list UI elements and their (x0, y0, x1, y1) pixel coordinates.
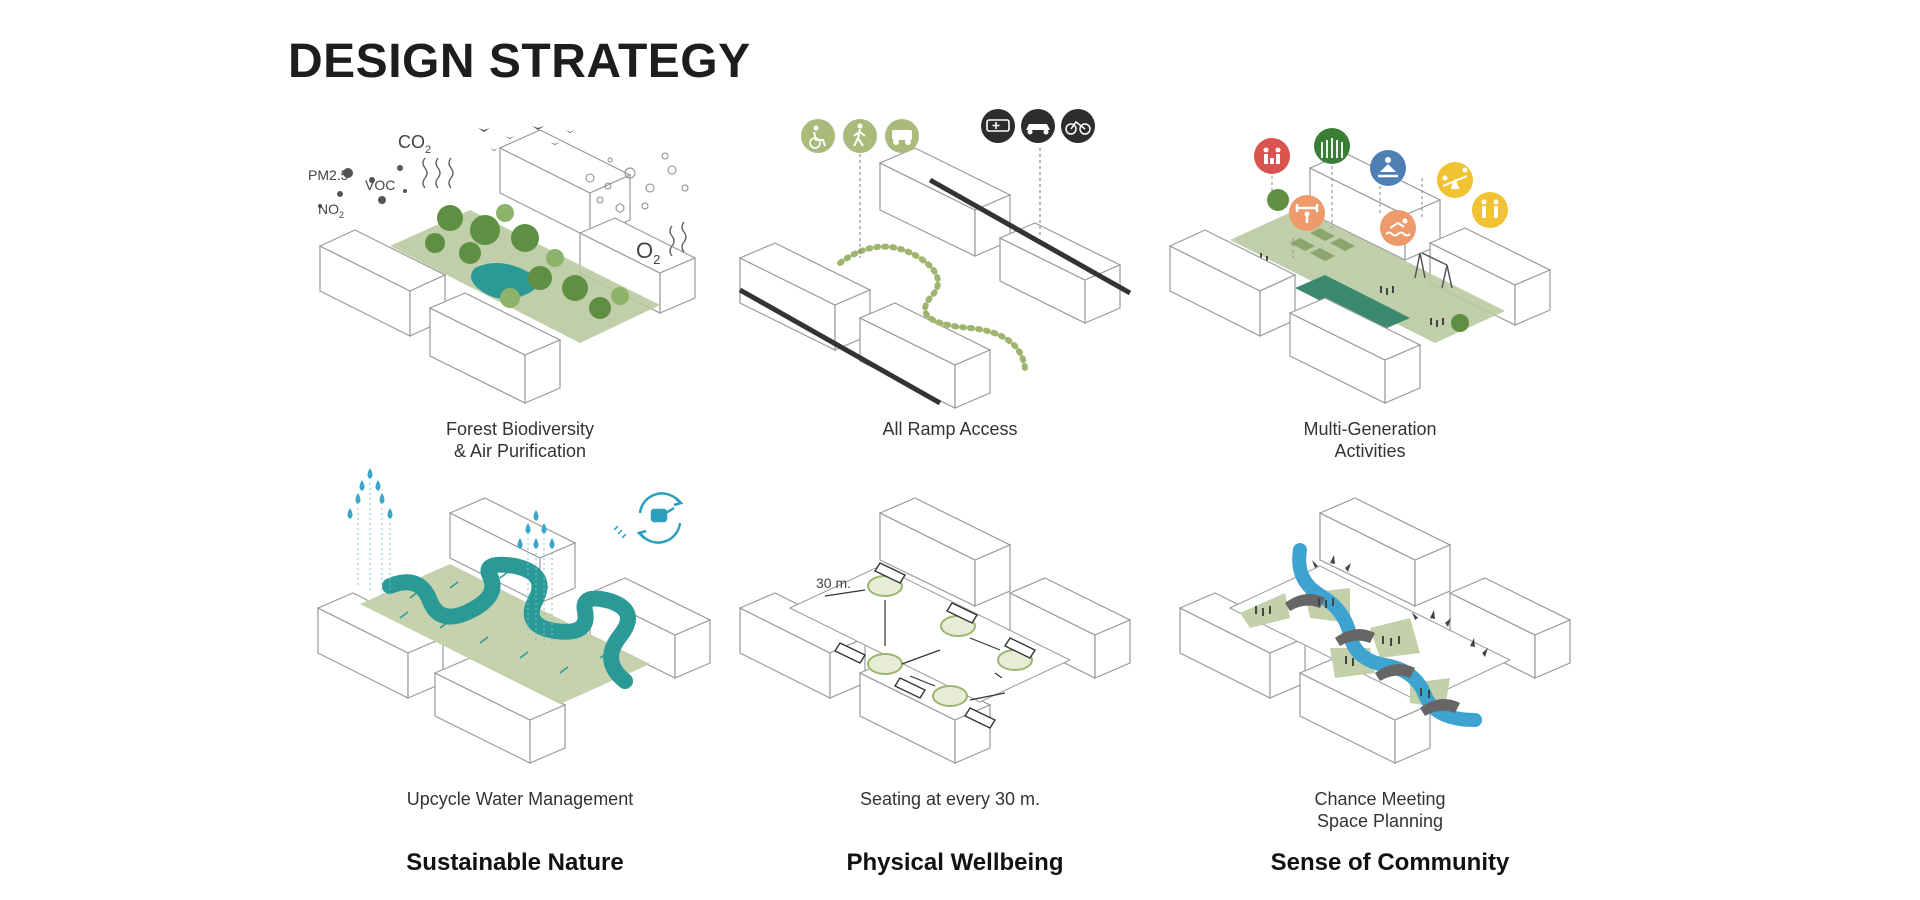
activities-diagram (1168, 128, 1552, 404)
seesaw-icon (1437, 162, 1473, 198)
birds (478, 126, 575, 151)
road-line (738, 287, 942, 406)
building-block (1288, 297, 1422, 404)
canal-bridges (1285, 594, 1460, 716)
trees (425, 204, 629, 319)
oxygen-bubbles (585, 152, 689, 213)
co2-label: CO2 (398, 132, 431, 156)
panel-water-management (300, 468, 720, 768)
building-block (1168, 229, 1297, 337)
swimming-icon (1380, 210, 1416, 246)
pedestrian-icon (843, 119, 877, 153)
panel-multi-generation (1160, 118, 1580, 418)
water-pond (471, 263, 538, 299)
meandering-stream (382, 556, 636, 689)
building-block (878, 147, 1012, 257)
distance-label: 30 m. (816, 575, 851, 591)
golf-cart-icon (885, 119, 919, 153)
walkway-area (788, 565, 1072, 703)
no2-label: NO2 (318, 201, 344, 220)
bicycle-icon (1061, 109, 1095, 143)
panel-seating: 30 m. (730, 468, 1150, 768)
caption-water-management: Upcycle Water Management (406, 789, 634, 809)
rain-lines (357, 483, 553, 653)
building-block (1008, 577, 1132, 679)
building-block (738, 242, 872, 351)
building-block (318, 229, 447, 337)
ramp-diagram (738, 109, 1132, 409)
rain-drops (347, 468, 555, 549)
farming-icon (1314, 128, 1350, 164)
blue-canal (1292, 543, 1482, 727)
water-diagram (316, 468, 712, 764)
pollutant-particles (318, 165, 407, 208)
building-block (1318, 497, 1452, 607)
distance-markers (824, 589, 1006, 701)
panel-forest-biodiversity: PM2.5 VOC NO2 CO2 (300, 118, 720, 418)
trees (1267, 189, 1469, 332)
column-title-physical-wellbeing: Physical Wellbeing (846, 849, 1064, 876)
forest-diagram: PM2.5 VOC NO2 CO2 (308, 126, 697, 404)
swing-set (1414, 252, 1453, 289)
building-block (878, 497, 1012, 607)
fitness-icon (1289, 195, 1325, 231)
seating-diagram: 30 m. (738, 497, 1132, 764)
caption-chance-meeting: Chance Meeting Space Planning (1314, 789, 1446, 831)
car-icon (1021, 109, 1055, 143)
recycle-watering-can-icon (613, 492, 684, 544)
ambulance-icon (981, 109, 1015, 143)
ramp-path (837, 243, 1028, 371)
building-block (1428, 227, 1552, 326)
building-block (998, 222, 1122, 324)
swimming-pool (1295, 275, 1410, 331)
column-title-sense-of-community: Sense of Community (1270, 849, 1510, 876)
building-block (1178, 592, 1307, 699)
building-block (428, 292, 562, 404)
building-block (1448, 577, 1572, 679)
o2-label: O2 (636, 238, 660, 267)
building-block (1308, 152, 1442, 261)
building-block (1298, 657, 1432, 764)
family-icon (1254, 138, 1290, 174)
parents-icon (1472, 192, 1508, 228)
building-block (578, 217, 697, 314)
road-line (928, 177, 1132, 296)
co2-absorption-waves (422, 157, 454, 189)
benches (833, 562, 1037, 729)
oxygen-release-waves (669, 221, 687, 257)
caption-seating: Seating at every 30 m. (859, 789, 1041, 809)
panel-ramp-access (730, 109, 1150, 418)
caption-ramp-access: All Ramp Access (882, 419, 1018, 439)
panel-chance-meeting (1170, 468, 1590, 768)
caption-forest-biodiversity: Forest Biodiversity & Air Purification (445, 419, 595, 461)
wheelchair-icon (801, 119, 835, 153)
pm25-label: PM2.5 (308, 167, 349, 183)
people-groups (1255, 598, 1430, 698)
voc-label: VOC (365, 177, 395, 193)
column-title-sustainable-nature: Sustainable Nature (406, 849, 624, 876)
caption-multi-generation: Multi-Generation Activities (1303, 419, 1437, 461)
building-block (588, 577, 712, 679)
page-title: DESIGN STRATEGY (288, 35, 751, 88)
building-block (858, 302, 992, 409)
meditation-icon (1370, 150, 1406, 186)
attention-marks (1312, 555, 1488, 657)
meeting-diagram (1178, 497, 1572, 764)
farm-plots (1290, 228, 1355, 261)
building-block (433, 657, 567, 764)
